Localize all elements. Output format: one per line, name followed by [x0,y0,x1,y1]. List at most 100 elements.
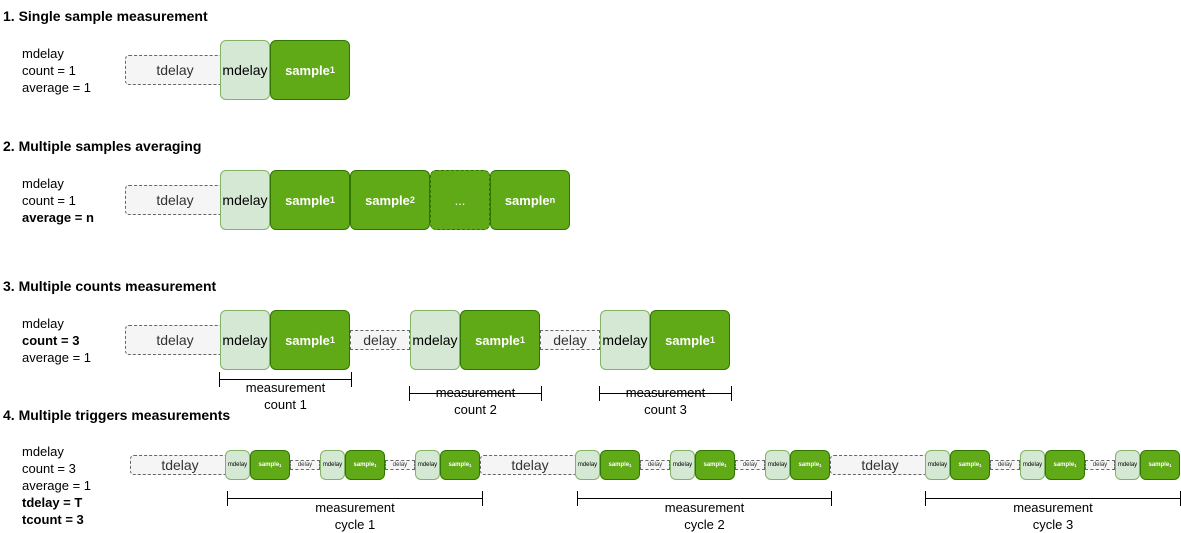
sample-label: sample [1148,462,1170,468]
sample-label: sample [504,192,550,208]
sample-index: 1 [1169,462,1172,468]
mdelay-block: mdelay [225,450,250,480]
bracket-line-2: cycle 3 [1032,517,1074,532]
mdelay-block: mdelay [670,450,695,480]
mdelay-block: mdelay [410,310,460,370]
mdelay-block: mdelay [320,450,345,480]
bracket-line-2: count 2 [454,402,497,417]
measurement-cycle-label: measurement cycle 1 [228,499,482,533]
sample-label: sample [353,462,375,468]
sample-label: sample [448,462,470,468]
param-tdelay: tdelay = T [22,495,83,510]
measurement-cycle-bracket [577,491,832,506]
sample-index: 1 [709,335,715,345]
delay-block: delay [735,460,765,470]
delay-block: delay [540,330,600,350]
param-average: average = 1 [22,350,92,365]
section-2-title: 2. Multiple samples averaging [3,138,202,154]
bracket-line-2: cycle 2 [684,517,725,532]
sample-index: 2 [409,195,415,205]
param-mdelay: mdelay [22,46,64,61]
sample-label: sample [285,332,330,348]
param-mdelay: mdelay [22,444,64,459]
tdelay-block: tdelay [830,455,930,475]
sample-label: sample [958,462,980,468]
sample-label: sample [665,332,710,348]
sample-label: sample [703,462,725,468]
delay-block: delay [350,330,410,350]
measurement-cycle-label: measurement cycle 3 [926,499,1180,533]
section-3-params: mdelay count = 3 average = 1 [22,315,91,366]
sample-label: sample [285,62,330,78]
tdelay-block: tdelay [480,455,580,475]
ellipsis-block: ... [430,170,490,230]
measurement-count-label: measurement count 2 [410,384,541,418]
param-mdelay: mdelay [22,176,64,191]
mdelay-block: mdelay [415,450,440,480]
param-count: count = 1 [22,193,76,208]
sample-label: sample [475,332,520,348]
bracket-line-2: count 3 [644,402,687,417]
mdelay-block: mdelay [600,310,650,370]
sample-index: 1 [279,462,282,468]
bracket-line-1: measurement [664,500,745,515]
mdelay-block: mdelay [1020,450,1045,480]
sample-label: sample [365,192,410,208]
sample-index: 1 [724,462,727,468]
tdelay-block: tdelay [125,185,225,215]
bracket-line-2: count 1 [264,397,307,412]
bracket-line-1: measurement [1013,500,1093,515]
sample-label: sample [1053,462,1075,468]
delay-block: delay [990,460,1020,470]
measurement-cycle-label: measurement cycle 2 [578,499,831,533]
section-2-params: mdelay count = 1 average = n [22,175,94,226]
section-3-title: 3. Multiple counts measurement [3,278,217,294]
bracket-line-1: measurement [625,385,706,400]
section-4-title: 4. Multiple triggers measurements [3,407,231,423]
sample-index: 1 [329,335,335,345]
mdelay-block: mdelay [220,310,270,370]
param-count: count = 3 [22,461,76,476]
measurement-count-label: measurement count 3 [600,384,731,418]
section-1-title: 1. Single sample measurement [3,8,208,24]
bracket-line-1: measurement [435,385,516,400]
measurement-count-bracket [219,372,352,387]
delay-block: delay [640,460,670,470]
sample-label: sample [258,462,280,468]
delay-block: delay [385,460,415,470]
bracket-line-1: measurement [245,380,326,395]
param-count: count = 3 [22,333,80,348]
mdelay-block: mdelay [1115,450,1140,480]
sample-label: sample [798,462,820,468]
delay-block: delay [1085,460,1115,470]
mdelay-block: mdelay [575,450,600,480]
measurement-cycle-bracket [227,491,483,506]
tdelay-block: tdelay [125,325,225,355]
param-average: average = 1 [22,80,92,95]
measurement-count-bracket [599,386,732,401]
sample-index: 1 [329,195,335,205]
param-mdelay: mdelay [22,316,64,331]
section-1-params: mdelay count = 1 average = 1 [22,45,91,96]
mdelay-block: mdelay [925,450,950,480]
section-4-params: mdelay count = 3 average = 1 tdelay = T … [22,443,91,528]
sample-index: 1 [819,462,822,468]
sample-label: sample [608,462,630,468]
mdelay-block: mdelay [765,450,790,480]
bracket-line-1: measurement [315,500,395,515]
param-average: average = 1 [22,478,92,493]
delay-block: delay [290,460,320,470]
sample-index: n [549,195,556,205]
param-count: count = 1 [22,63,76,78]
